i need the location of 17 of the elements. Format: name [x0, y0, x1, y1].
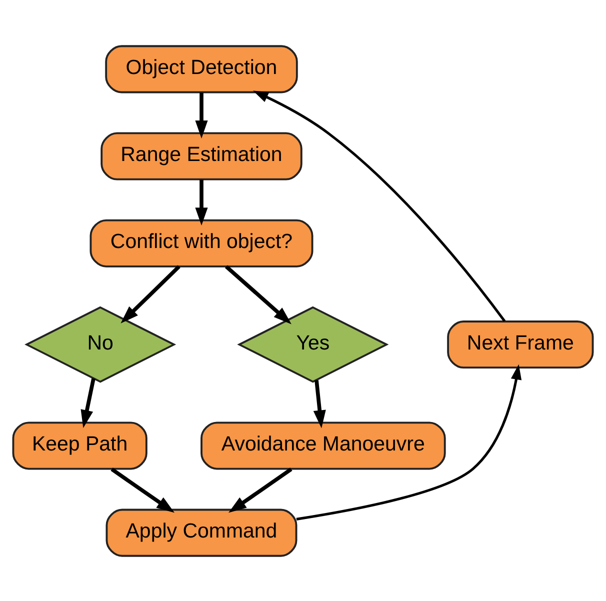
arrow	[252, 90, 506, 322]
arrow	[296, 364, 522, 520]
arrow	[80, 378, 96, 428]
arrow	[195, 179, 208, 226]
arrow	[195, 92, 208, 138]
node-box: Keep Path	[12, 421, 148, 470]
arrow	[313, 380, 326, 428]
node-box: Object Detection	[105, 44, 298, 93]
node-box: Avoidance Manoeuvre	[200, 421, 446, 470]
arrow	[224, 264, 292, 324]
arrow	[110, 467, 175, 512]
arrow	[120, 264, 180, 323]
node-box: Conflict with object?	[90, 218, 314, 267]
node-box: Apply Command	[106, 508, 298, 556]
node-box: Range Estimation	[100, 132, 302, 180]
node-box: Next Frame	[447, 320, 594, 368]
arrow	[228, 467, 292, 512]
